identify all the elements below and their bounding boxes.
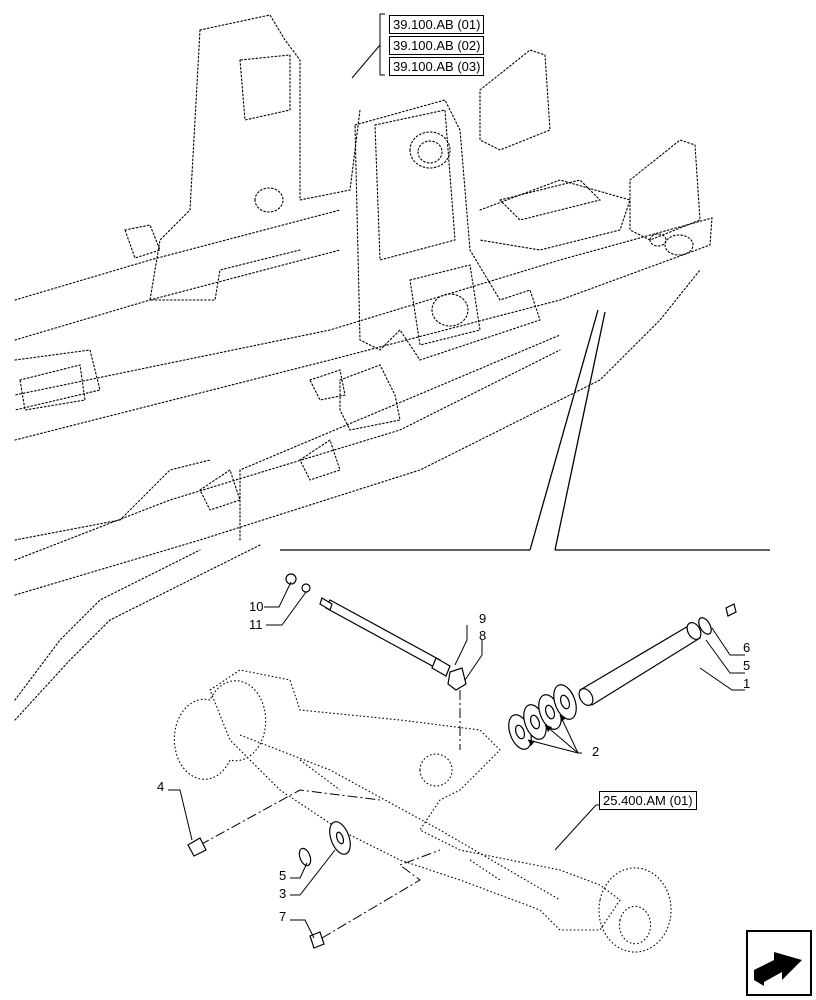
callout-1: 1: [743, 676, 751, 691]
alignment-lines: [199, 690, 461, 939]
reference-39-100-ab-03[interactable]: 39.100.AB (03): [389, 57, 485, 76]
callout-5-circlip: 5: [743, 658, 751, 673]
callout-2: 2: [592, 744, 600, 759]
lower-fittings: [187, 821, 351, 949]
reference-25-400-am-01[interactable]: 25.400.AM (01): [599, 791, 697, 810]
callout-9: 9: [479, 611, 487, 626]
callout-8: 8: [479, 628, 487, 643]
callout-arrowheads: [528, 715, 566, 746]
leader-lines: [168, 13, 745, 939]
callout-7: 7: [279, 909, 287, 924]
thrust-washers: [508, 684, 577, 750]
chassis-frame: [14, 14, 713, 721]
next-page-arrow-icon[interactable]: [746, 930, 812, 996]
separator-lines: [280, 309, 770, 551]
callout-3: 3: [279, 886, 287, 901]
callout-10: 10: [249, 599, 264, 614]
reference-39-100-ab-02[interactable]: 39.100.AB (02): [389, 36, 485, 55]
front-axle: [173, 669, 672, 953]
callout-6: 6: [743, 640, 751, 655]
callout-4: 4: [157, 779, 165, 794]
reference-39-100-ab-01[interactable]: 39.100.AB (01): [389, 15, 485, 34]
callout-5-ring: 5: [279, 868, 287, 883]
pivot-pin-assembly: [578, 603, 737, 706]
lubrication-pipe: [285, 573, 467, 691]
callout-11: 11: [249, 617, 263, 632]
